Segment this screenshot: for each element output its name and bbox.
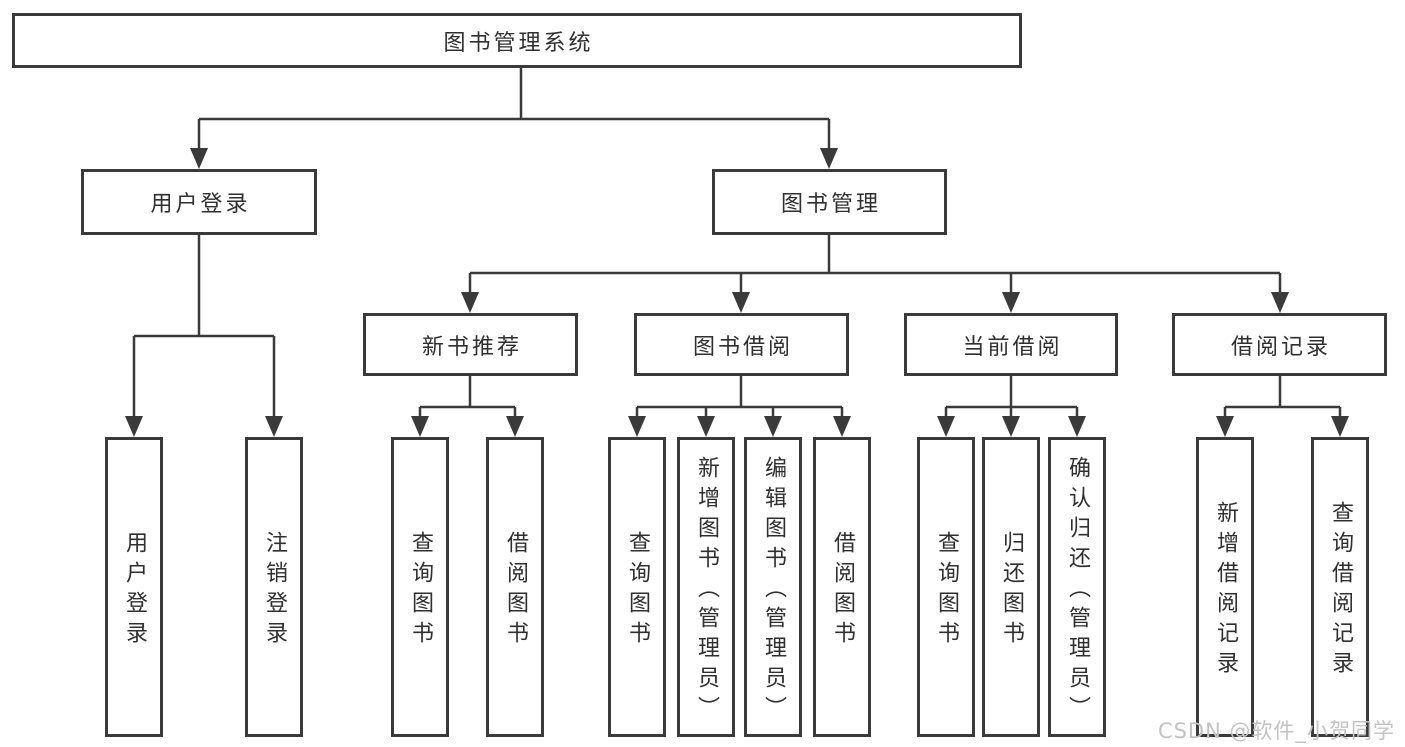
node-leaf-borrow-books-recommend: 借阅图书 bbox=[486, 437, 544, 737]
node-label: 查询图书 bbox=[934, 531, 959, 651]
node-label: 借阅图书 bbox=[830, 531, 855, 651]
node-leaf-query-borrow-record: 查询借阅记录 bbox=[1311, 437, 1369, 737]
node-leaf-edit-books-admin: 编辑图书（管理员） bbox=[744, 437, 802, 737]
node-borrowing-records: 借阅记录 bbox=[1172, 313, 1387, 376]
node-leaf-borrow-books: 借阅图书 bbox=[813, 437, 871, 737]
node-book-borrowing: 图书借阅 bbox=[634, 313, 849, 376]
node-label: 查询借阅记录 bbox=[1328, 501, 1353, 681]
node-library-management-system: 图书管理系统 bbox=[12, 13, 1022, 68]
node-leaf-return-books: 归还图书 bbox=[982, 437, 1040, 737]
node-label: 编辑图书（管理员） bbox=[761, 456, 786, 726]
node-label: 当前借阅 bbox=[962, 334, 1063, 360]
node-label: 归还图书 bbox=[999, 531, 1024, 651]
node-new-book-recommendation: 新书推荐 bbox=[363, 313, 578, 376]
node-label: 用户登录 bbox=[122, 531, 147, 651]
node-leaf-logout: 注销登录 bbox=[245, 437, 303, 737]
node-book-management: 图书管理 bbox=[712, 169, 947, 235]
node-leaf-query-books-borrow: 查询图书 bbox=[608, 437, 666, 737]
node-current-borrowing: 当前借阅 bbox=[904, 313, 1118, 376]
node-label: 新增图书（管理员） bbox=[694, 456, 719, 726]
node-label: 注销登录 bbox=[262, 531, 287, 651]
node-label: 借阅图书 bbox=[503, 531, 528, 651]
node-label: 图书管理系统 bbox=[443, 30, 594, 56]
node-leaf-user-login: 用户登录 bbox=[105, 437, 163, 737]
node-label: 新增借阅记录 bbox=[1213, 501, 1238, 681]
node-label: 确认归还（管理员） bbox=[1065, 456, 1090, 726]
node-label: 用户登录 bbox=[150, 192, 251, 217]
node-leaf-query-books-current: 查询图书 bbox=[917, 437, 975, 737]
node-leaf-query-books-recommend: 查询图书 bbox=[391, 437, 449, 737]
csdn-watermark: CSDN @软件_小贺同学 bbox=[1157, 719, 1395, 743]
node-leaf-add-books-admin: 新增图书（管理员） bbox=[677, 437, 735, 737]
node-leaf-confirm-return-admin: 确认归还（管理员） bbox=[1048, 437, 1106, 737]
node-label: 查询图书 bbox=[408, 531, 433, 651]
node-user-login: 用户登录 bbox=[81, 169, 317, 235]
node-label: 查询图书 bbox=[625, 531, 650, 651]
node-label: 借阅记录 bbox=[1230, 334, 1331, 360]
node-leaf-add-borrow-record: 新增借阅记录 bbox=[1196, 437, 1254, 737]
node-label: 新书推荐 bbox=[421, 334, 522, 360]
node-label: 图书管理 bbox=[780, 192, 881, 217]
node-label: 图书借阅 bbox=[692, 334, 793, 360]
